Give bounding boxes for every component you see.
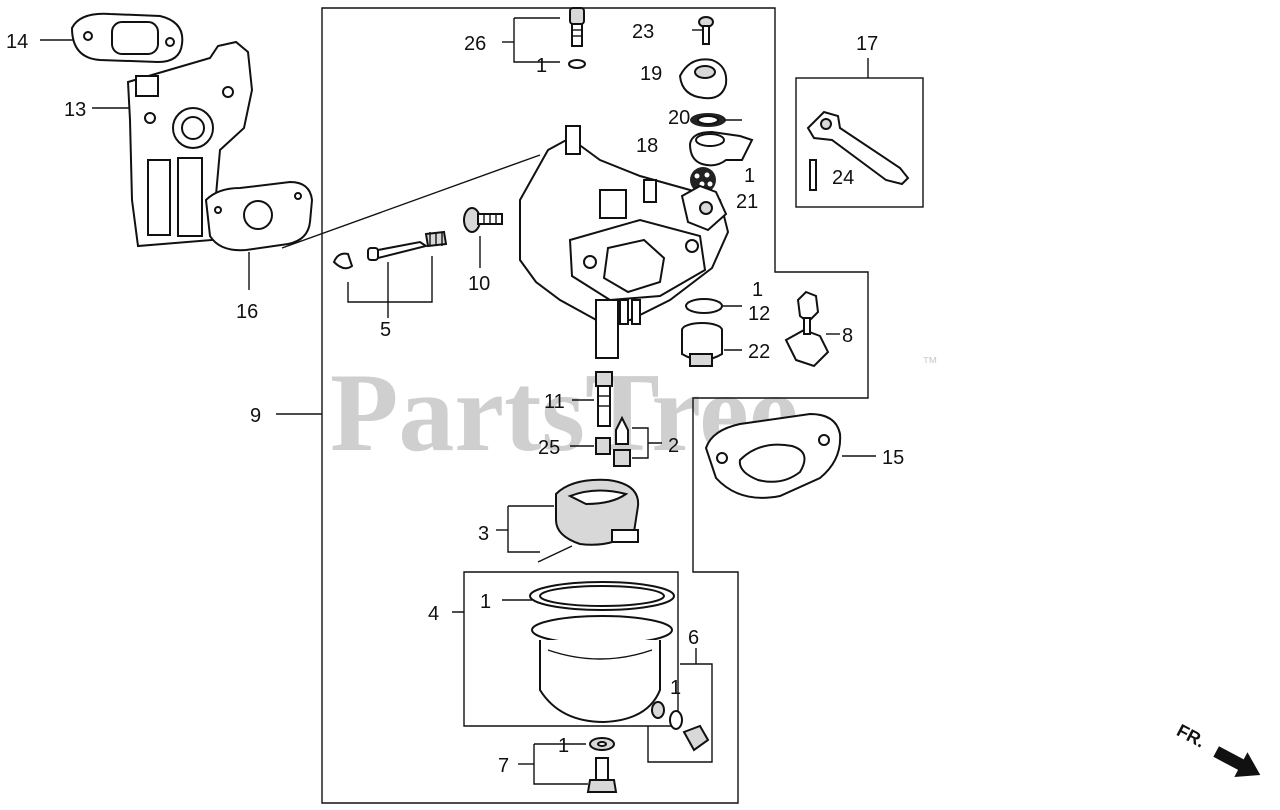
front-label: FR.	[1174, 720, 1209, 751]
seal-part-12	[685, 298, 723, 314]
pilot-screw-part-5	[332, 230, 448, 270]
callout-2: 2	[668, 435, 679, 457]
callout-1-a: 1	[536, 55, 547, 77]
callout-22: 22	[748, 341, 770, 363]
callout-25: 25	[538, 437, 560, 459]
callout-1-e: 1	[670, 677, 681, 699]
front-arrow-icon	[1213, 746, 1261, 777]
insulator-part-13	[126, 40, 254, 248]
callout-1-d: 1	[480, 591, 491, 613]
leader-7	[533, 743, 588, 785]
callout-1-f: 1	[558, 735, 569, 757]
screw-part-23	[698, 16, 714, 45]
kit-box-17	[795, 77, 924, 208]
callout-11: 11	[544, 391, 565, 413]
carburetor-body	[519, 125, 730, 359]
drain-screw-part-6	[669, 710, 710, 752]
drain-screw-part-26	[569, 7, 585, 47]
callout-24: 24	[832, 167, 854, 189]
leader-3	[507, 505, 554, 553]
callout-14: 14	[6, 31, 28, 53]
callout-12: 12	[748, 303, 770, 325]
callout-21: 21	[736, 191, 758, 213]
spring-part-20	[690, 113, 726, 127]
float-valve-seat-part-22	[681, 322, 723, 367]
callout-16: 16	[236, 301, 258, 323]
callout-3: 3	[478, 523, 489, 545]
callout-5: 5	[380, 319, 391, 341]
bolt-part-7	[586, 737, 618, 793]
float-chamber-part-4	[529, 581, 675, 724]
needle-part-25	[595, 437, 611, 455]
callout-26: 26	[464, 33, 486, 55]
choke-lever-part-24	[806, 110, 910, 191]
callout-9: 9	[250, 405, 261, 427]
callout-15: 15	[882, 447, 904, 469]
callout-13: 13	[64, 99, 86, 121]
washer-1a	[568, 59, 586, 69]
callout-1-b: 1	[744, 165, 755, 187]
callout-1-c: 1	[752, 279, 763, 301]
cover-part-19	[678, 58, 728, 100]
diaphragm-part-18	[688, 130, 754, 167]
callout-20: 20	[668, 107, 690, 129]
throttle-stop-screw-part-10	[463, 207, 503, 233]
callout-17: 17	[856, 33, 878, 55]
leader-2	[632, 427, 662, 459]
float-part-3	[537, 478, 640, 563]
callout-18: 18	[636, 135, 658, 157]
callout-8: 8	[842, 325, 853, 347]
leader-5	[347, 256, 433, 303]
leader-26	[513, 17, 560, 63]
gasket-part-14	[70, 12, 184, 64]
callout-4: 4	[428, 603, 439, 625]
gasket-part-15	[704, 412, 842, 499]
filter-part-21	[690, 167, 716, 193]
bracket-6	[647, 663, 713, 763]
callout-19: 19	[640, 63, 662, 85]
callout-23: 23	[632, 21, 654, 43]
callout-10: 10	[468, 273, 490, 295]
front-direction-marker: FR.	[1174, 720, 1261, 777]
watermark-trademark: ™	[922, 355, 938, 372]
float-valve-part-2	[613, 415, 631, 467]
callout-7: 7	[498, 755, 509, 777]
gasket-part-16	[204, 180, 314, 252]
main-jet-part-11	[595, 371, 613, 427]
lever-part-8	[784, 290, 830, 368]
alignment-line-16	[281, 154, 541, 249]
callout-6: 6	[688, 627, 699, 649]
assembly-boundary-9	[321, 7, 869, 804]
